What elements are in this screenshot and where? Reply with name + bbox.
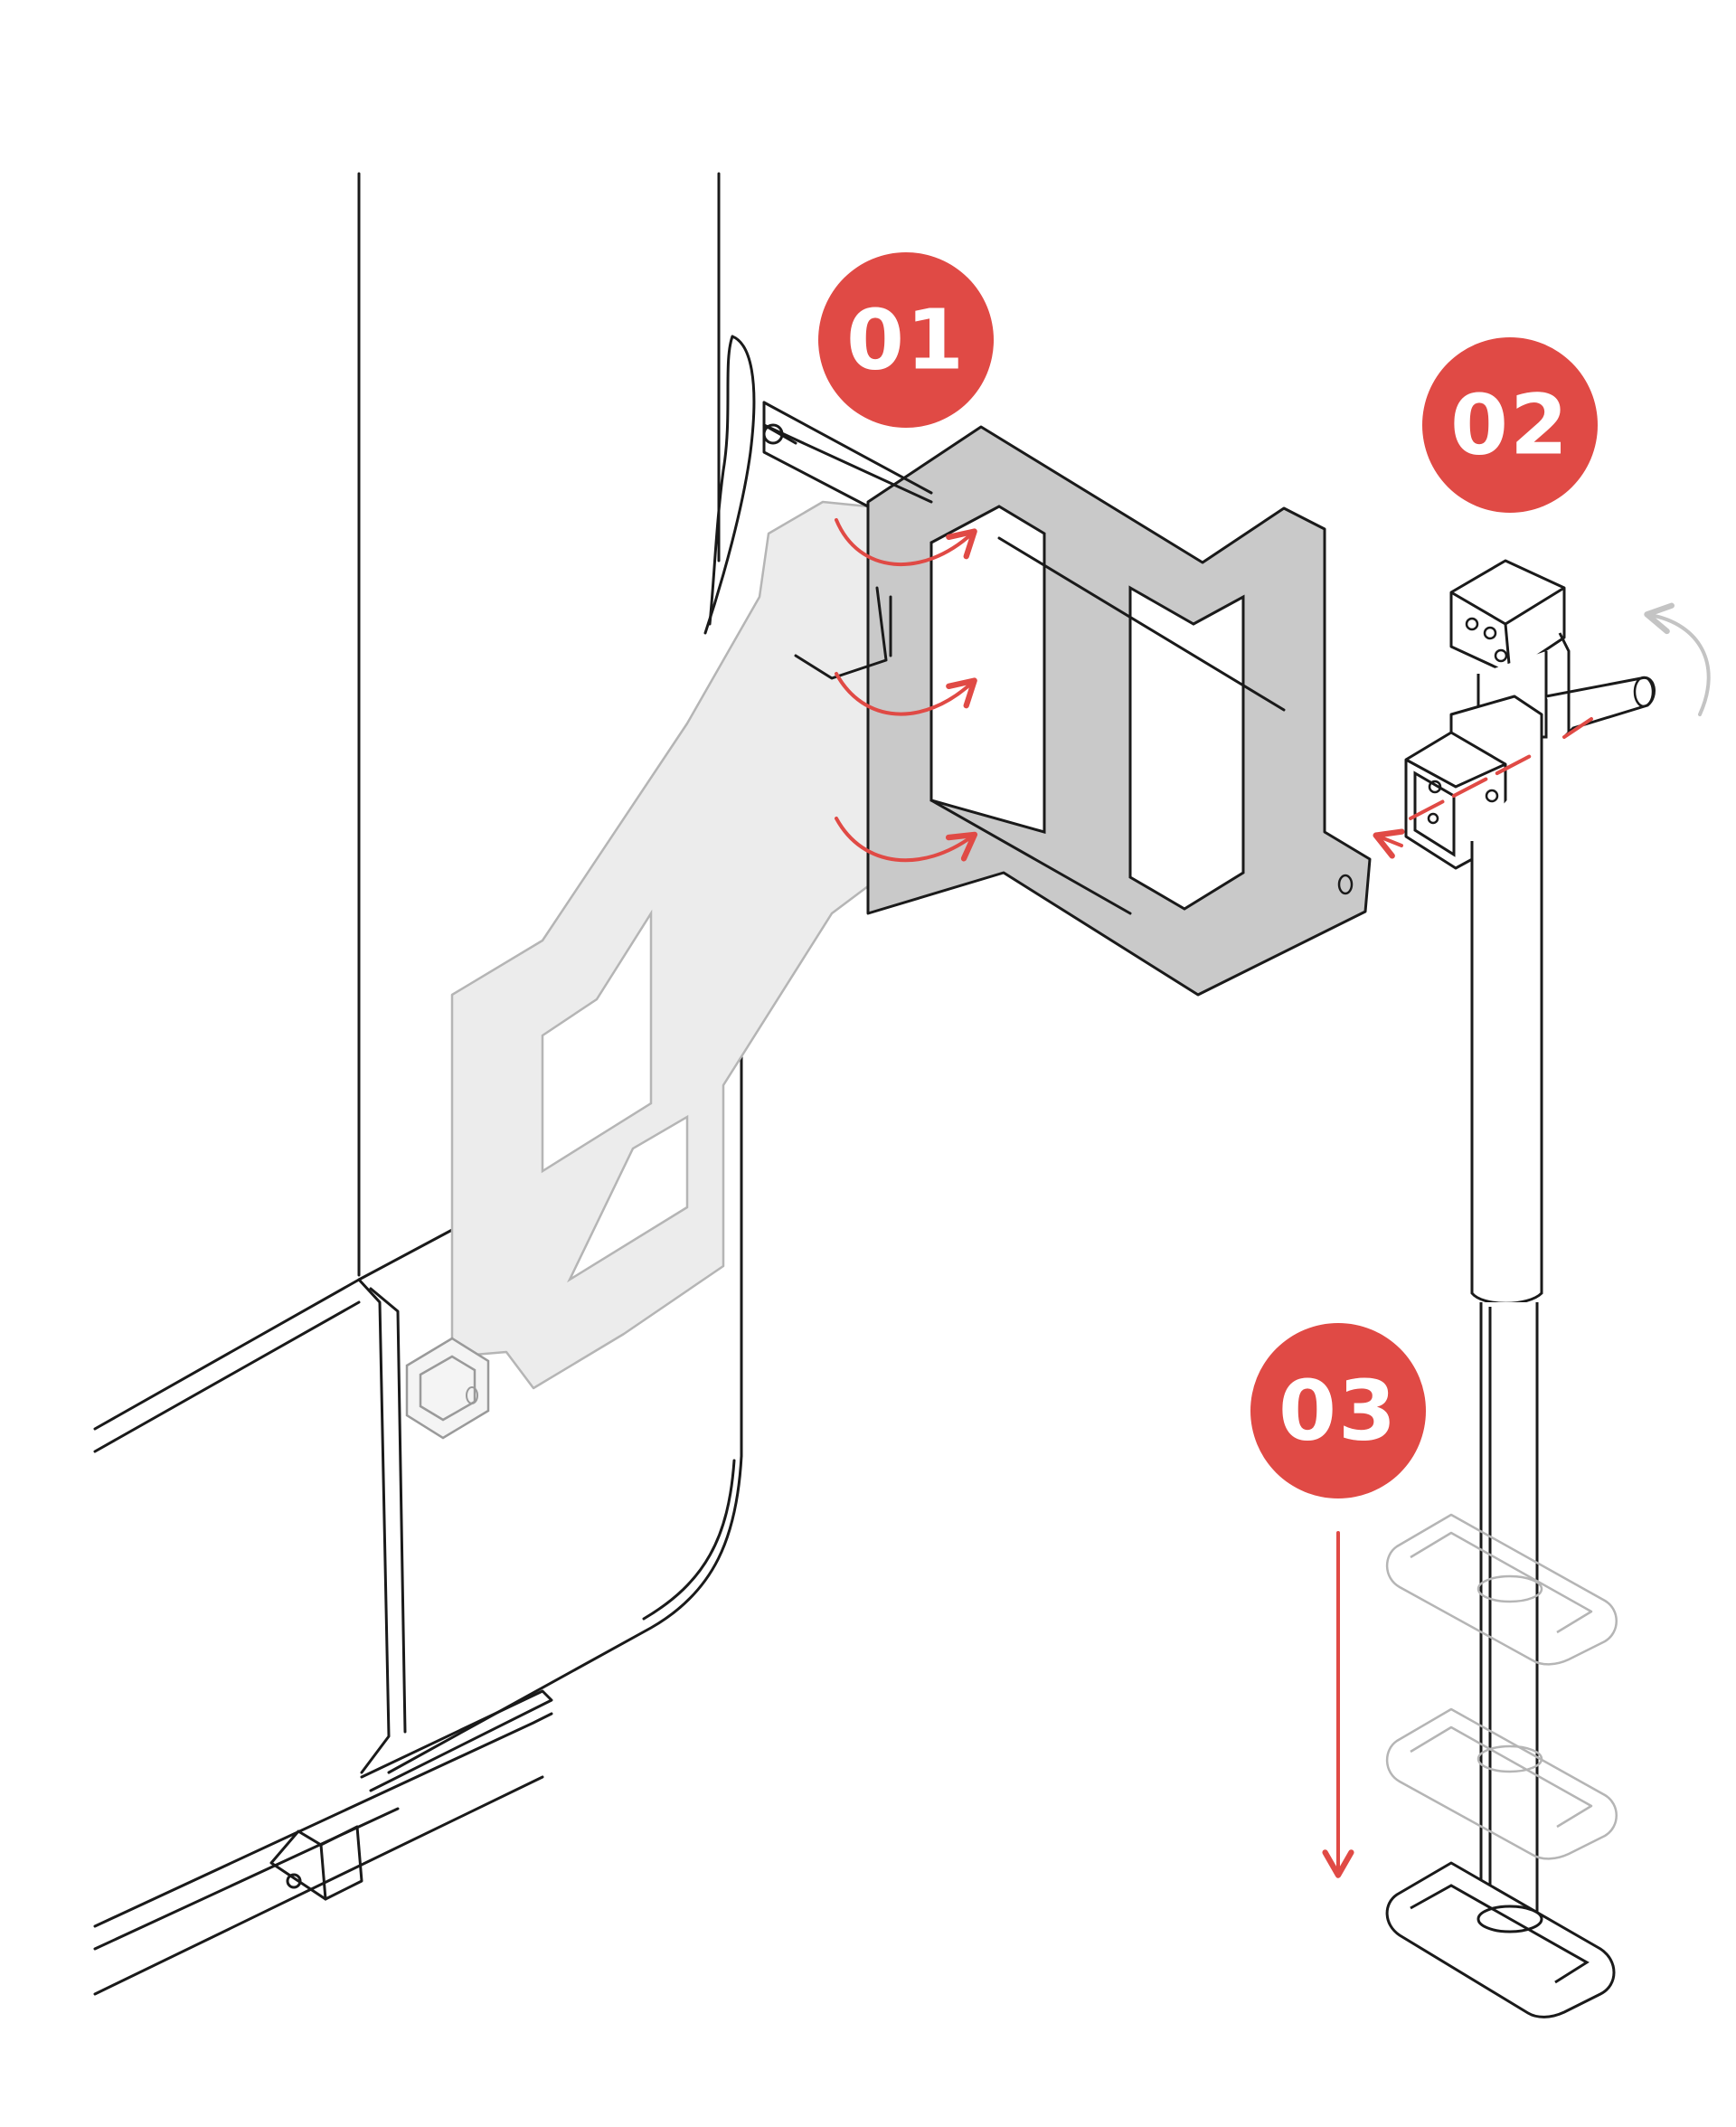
- rotate-bracket-arrows-icon: [835, 518, 978, 863]
- jack-foot-ghosts: [1385, 1513, 1618, 1860]
- step-badge-01: 01: [818, 252, 994, 428]
- step-label-03: 03: [1278, 1363, 1398, 1460]
- bracket-deployed: [866, 425, 1372, 997]
- step-badge-02: 02: [1422, 337, 1598, 513]
- jack-assembly: [1385, 559, 1656, 2018]
- bracket-hinge: [762, 401, 933, 680]
- step-badge-03: 03: [1250, 1323, 1426, 1498]
- rotate-crank-icon: [1644, 602, 1711, 716]
- bracket-folded-ghost: [405, 500, 870, 1440]
- insert-jack-arrow-icon: [1373, 717, 1593, 859]
- step-label-02: 02: [1450, 377, 1570, 474]
- step-label-01: 01: [846, 292, 966, 389]
